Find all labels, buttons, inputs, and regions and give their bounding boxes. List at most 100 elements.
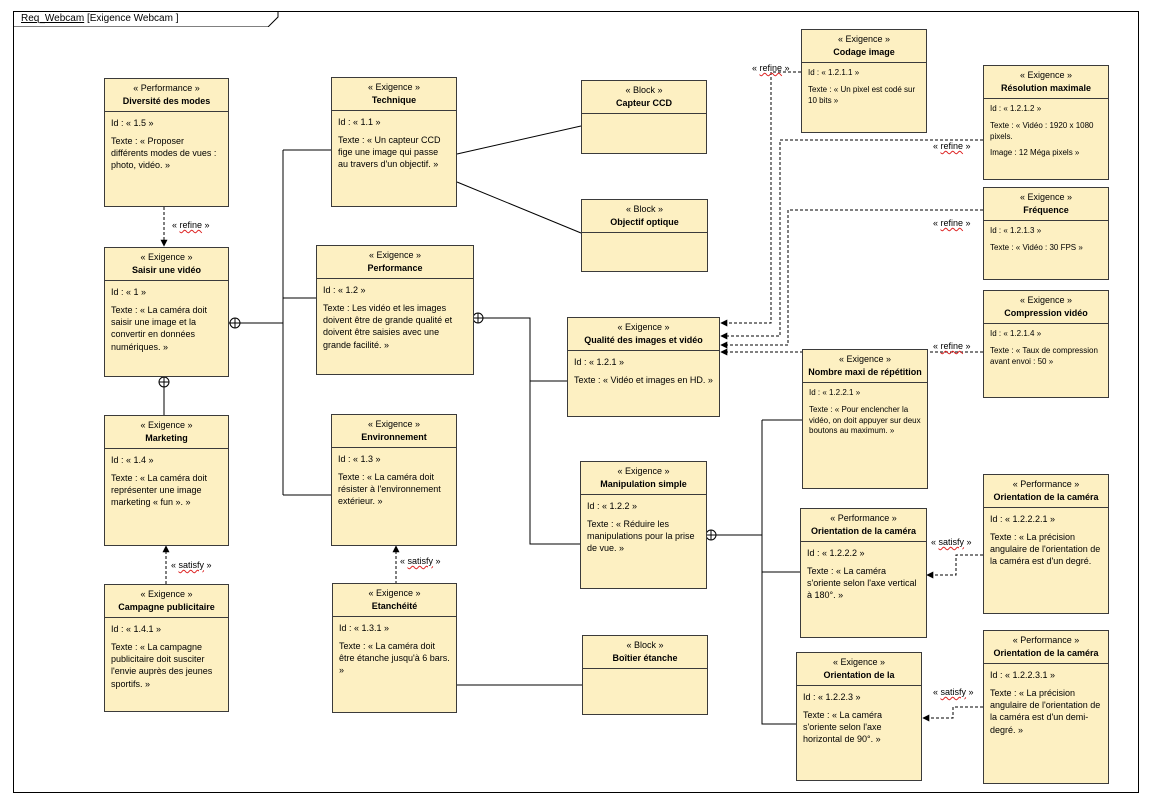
element-text: Texte : « Vidéo : 30 FPS » — [990, 242, 1083, 252]
element-name: Orientation de la caméra — [810, 526, 917, 537]
req-codage-image[interactable]: « Exigence »Codage image Id : « 1.2.1.1 … — [801, 29, 927, 133]
req-diversite-des-modes[interactable]: « Performance »Diversité des modes Id : … — [104, 78, 229, 207]
req-performance[interactable]: « Exigence »Performance Id : « 1.2 »Text… — [316, 245, 474, 375]
element-id: Id : « 1.2.2.3.1 » — [990, 670, 1056, 681]
stereotype: « Block » — [625, 85, 663, 95]
element-id: Id : « 1.2.2 » — [587, 501, 638, 512]
stereotype: « Exigence » — [838, 354, 892, 364]
stereotype: « Exigence » — [1019, 295, 1073, 305]
element-name: Manipulation simple — [600, 479, 687, 490]
perf-orientation-camera-1[interactable]: « Performance »Orientation de la caméra … — [983, 474, 1109, 614]
element-name: Objectif optique — [610, 217, 679, 228]
req-environnement[interactable]: « Exigence »Environnement Id : « 1.3 »Te… — [331, 414, 457, 546]
element-name: Technique — [371, 95, 417, 106]
element-text: Texte : « La caméra doit être étanche ju… — [339, 641, 450, 676]
element-id: Id : « 1.2 » — [323, 285, 366, 296]
req-orientation-camera[interactable]: « Performance »Orientation de la caméra … — [800, 508, 927, 638]
req-nombre-maxi-repetition[interactable]: « Exigence »Nombre maxi de répétition Id… — [802, 349, 928, 489]
diagram-prefix: Req_Webcam — [21, 13, 85, 24]
element-id: Id : « 1.2.1.2 » — [990, 104, 1042, 114]
element-text: Texte : « Un pixel est codé sur 10 bits … — [808, 84, 916, 105]
stereotype: « Performance » — [1012, 635, 1080, 645]
element-id: Id : « 1.2.2.2 » — [807, 548, 865, 559]
element-id: Id : « 1.1 » — [338, 117, 381, 128]
element-name: Orientation de la caméra — [993, 648, 1099, 659]
element-id: Id : « 1.3 » — [338, 454, 381, 465]
req-compression-video[interactable]: « Exigence »Compression vidéo Id : « 1.2… — [983, 290, 1109, 398]
req-technique[interactable]: « Exigence »Technique Id : « 1.1 »Texte … — [331, 77, 457, 207]
satisfy-orient-perf1 — [926, 554, 983, 579]
element-text: Texte : « Pour enclencher la vidéo, on d… — [809, 404, 921, 436]
element-name: Performance — [367, 263, 423, 274]
element-name: Campagne publicitaire — [118, 602, 215, 613]
req-etancheite[interactable]: « Exigence »Etanchéité Id : « 1.3.1 »Tex… — [332, 583, 457, 713]
element-name: Orientation de la — [823, 670, 895, 681]
refine-text: « refine » — [933, 218, 971, 228]
element-name: Saisir une vidéo — [131, 265, 202, 276]
perf-orientation-camera-2[interactable]: « Performance »Orientation de la caméra … — [983, 630, 1109, 784]
req-resolution-maximale[interactable]: « Exigence »Résolution maximale Id : « 1… — [983, 65, 1109, 180]
element-id: Id : « 1.2.2.3 » — [803, 692, 861, 703]
element-name: Marketing — [145, 433, 188, 444]
stereotype: « Exigence » — [617, 322, 670, 332]
relation-keyword: refine — [940, 218, 964, 228]
stereotype: « Exigence » — [140, 589, 193, 599]
element-id: Id : « 1.2.1 » — [574, 357, 625, 368]
relation-keyword: refine — [940, 141, 964, 151]
element-text: Texte : « La caméra doit résister à l'en… — [338, 472, 441, 507]
req-orientation-de-la[interactable]: « Exigence » Orientation de la Id : « 1.2… — [796, 652, 922, 781]
stereotype: « Exigence » — [140, 420, 193, 430]
assoc-technique-capteur — [456, 125, 582, 155]
element-text: Texte : « La précision angulaire de l'or… — [990, 532, 1101, 567]
element-name: Résolution maximale — [1000, 83, 1092, 94]
stereotype: « Exigence » — [368, 588, 421, 598]
element-text: Texte : « La campagne publicitaire doit … — [111, 642, 213, 689]
refine-label: « refine » — [752, 63, 790, 73]
refine-text: « refine » — [172, 220, 210, 230]
req-marketing[interactable]: « Exigence »Marketing Id : « 1.4 »Texte … — [104, 415, 229, 546]
element-id: Id : « 1 » — [111, 287, 147, 298]
stereotype: « Exigence » — [832, 657, 886, 667]
relation-keyword: refine — [179, 220, 203, 230]
element-name: Capteur CCD — [615, 98, 672, 109]
refine-text: « refine » — [752, 63, 790, 73]
req-saisir-une-video[interactable]: « Exigence »Saisir une vidéo Id : « 1 »T… — [104, 247, 229, 377]
diagram-name: [Exigence Webcam ] — [86, 13, 179, 24]
element-text: Texte : « Un capteur CCD fige une image … — [338, 135, 441, 170]
stereotype: « Performance » — [133, 83, 200, 93]
block-boitier-etanche[interactable]: « Block »Boîtier étanche — [582, 635, 708, 715]
req-manipulation-simple[interactable]: « Exigence »Manipulation simple Id : « 1… — [580, 461, 707, 589]
satisfy-text: « satisfy » — [400, 556, 441, 566]
element-name: Nombre maxi de répétition — [808, 367, 922, 378]
containment-manip-trunk — [761, 420, 796, 725]
req-campagne-publicitaire[interactable]: « Exigence »Campagne publicitaire Id : «… — [104, 584, 229, 712]
relation-keyword: satisfy — [407, 556, 434, 566]
element-text: Texte : « La caméra s'oriente selon l'ax… — [803, 710, 883, 745]
containment-manipulation — [483, 317, 580, 545]
element-text: Texte : « Vidéo : 1920 x 1080 pixels. — [990, 120, 1094, 141]
relation-keyword: satisfy — [940, 687, 967, 697]
refine-label: « refine » — [933, 218, 971, 228]
req-frequence[interactable]: « Exigence »Fréquence Id : « 1.2.1.3 »Te… — [983, 187, 1109, 280]
satisfy-orient-perf2 — [922, 706, 983, 722]
relation-keyword: satisfy — [178, 560, 205, 570]
element-text: Texte : « La précision angulaire de l'or… — [990, 688, 1101, 735]
element-text: Texte : « La caméra s'oriente selon l'ax… — [807, 566, 917, 601]
element-id: Id : « 1.2.1.1 » — [808, 68, 860, 78]
element-text: Texte : « Réduire les manipulations pour… — [587, 519, 695, 554]
stereotype: « Block » — [626, 640, 664, 650]
satisfy-label: « satisfy » — [933, 687, 974, 697]
stereotype: « Exigence » — [367, 419, 421, 429]
element-name: Compression vidéo — [1004, 308, 1088, 319]
element-name: Diversité des modes — [122, 96, 211, 107]
diagram-frame — [13, 11, 1139, 793]
element-id: Id : « 1.3.1 » — [339, 623, 390, 634]
satisfy-text: « satisfy » — [931, 537, 972, 547]
containment-circle-saisir — [229, 317, 241, 329]
block-capteur-ccd[interactable]: « Block » Capteur CCD — [581, 80, 707, 154]
element-text: Texte : « Proposer différents modes de v… — [111, 136, 217, 171]
block-objectif-optique[interactable]: « Block » Objectif optique — [581, 199, 708, 272]
stereotype: « Block » — [625, 204, 664, 214]
req-qualite-images-video[interactable]: « Exigence »Qualité des images et vidéo … — [567, 317, 720, 417]
